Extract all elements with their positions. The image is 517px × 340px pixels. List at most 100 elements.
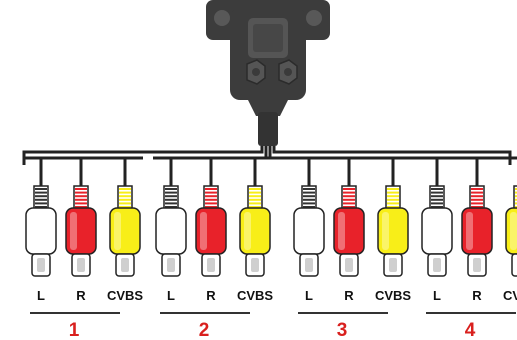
plug-label-cvbs: CVBS (375, 288, 411, 303)
plug-rib (431, 202, 443, 205)
plug-highlight (160, 212, 167, 250)
flange-screw-right (306, 10, 322, 26)
plug-strain-relief (513, 185, 517, 211)
plug-rib (471, 202, 483, 205)
rca-plug-white-icon (421, 185, 453, 277)
plug-rib (471, 198, 483, 201)
rca-plug-white-icon (25, 185, 57, 277)
plug-highlight (298, 212, 305, 250)
plug-rib (303, 195, 315, 198)
plug-rib (303, 191, 315, 194)
plug-rib (35, 206, 47, 208)
plug-rib (343, 191, 355, 194)
plug-rib (205, 202, 217, 205)
plug-rib (75, 202, 87, 205)
group-number: 2 (199, 320, 210, 340)
plug-rib (119, 195, 131, 198)
plug-labels: LRCVBS1LRCVBS2LRCVBS3LRCVBS4 (30, 288, 517, 340)
plug-label-r: R (472, 288, 482, 303)
plug-pin (251, 258, 259, 272)
rca-plug-white-icon (293, 185, 325, 277)
plug-rib (119, 198, 131, 201)
plug-rib (75, 191, 87, 194)
plug-label-r: R (206, 288, 216, 303)
plug-label-l: L (305, 288, 313, 303)
plug-label-l: L (433, 288, 441, 303)
plug-rib (515, 195, 517, 198)
hex-screw-left-center (252, 68, 260, 76)
plug-rib (165, 191, 177, 194)
plug-rib (119, 191, 131, 194)
plug-rib (205, 206, 217, 208)
plug-highlight (382, 212, 389, 250)
plug-pin (473, 258, 481, 272)
plug-rib (205, 188, 217, 190)
plug-rib (249, 188, 261, 190)
plug-rib (343, 195, 355, 198)
group-number: 4 (465, 320, 476, 340)
plug-rib (35, 198, 47, 201)
plug-rib (35, 202, 47, 205)
plug-rib (471, 195, 483, 198)
rca-plug-red-icon (461, 185, 493, 277)
plug-rib (387, 202, 399, 205)
plug-rib (387, 188, 399, 190)
plug-rib (431, 191, 443, 194)
group-number: 3 (337, 320, 348, 340)
plug-rib (343, 198, 355, 201)
plug-rib (119, 188, 131, 190)
plug-highlight (426, 212, 433, 250)
rca-plug-red-icon (65, 185, 97, 277)
plug-label-l: L (37, 288, 45, 303)
plug-rib (387, 195, 399, 198)
plug-rib (165, 188, 177, 190)
plug-rib (515, 188, 517, 190)
rca-plug-yellow-icon (505, 185, 517, 277)
plug-rib (515, 206, 517, 208)
plug-label-cvbs: CVBS (503, 288, 517, 303)
connector-neck (246, 96, 290, 116)
plug-pin (121, 258, 129, 272)
plug-rib (35, 191, 47, 194)
plug-rib (75, 188, 87, 190)
plug-highlight (114, 212, 121, 250)
db15-connector-icon (206, 0, 330, 146)
plug-pin (305, 258, 313, 272)
plug-label-cvbs: CVBS (237, 288, 273, 303)
cable-bus-left-outer (22, 146, 264, 165)
rca-plug-yellow-icon (377, 185, 409, 277)
plug-rib (35, 188, 47, 190)
plug-label-l: L (167, 288, 175, 303)
plug-rib (343, 188, 355, 190)
plug-pin (207, 258, 215, 272)
rca-plug-red-icon (333, 185, 365, 277)
plug-rib (387, 206, 399, 208)
plug-rib (431, 206, 443, 208)
plug-rib (205, 191, 217, 194)
plug-body (505, 207, 517, 255)
plug-highlight (338, 212, 345, 250)
plug-label-r: R (76, 288, 86, 303)
plug-rib (165, 202, 177, 205)
plug-pin (433, 258, 441, 272)
plug-highlight (466, 212, 473, 250)
plug-highlight (510, 212, 517, 250)
plug-rib (165, 195, 177, 198)
plug-label-cvbs: CVBS (107, 288, 143, 303)
plug-rib (249, 191, 261, 194)
plug-rib (515, 191, 517, 194)
plug-rib (165, 198, 177, 201)
plug-rib (431, 188, 443, 190)
plug-rib (249, 206, 261, 208)
plug-rib (165, 206, 177, 208)
rca-plug-yellow-icon (239, 185, 271, 277)
flange-screw-left (214, 10, 230, 26)
plug-rib (75, 195, 87, 198)
plug-rib (471, 188, 483, 190)
plug-rib (205, 198, 217, 201)
plug-pin (167, 258, 175, 272)
plug-highlight (70, 212, 77, 250)
plug-rib (387, 198, 399, 201)
cable-boot (258, 112, 278, 146)
plug-rib (387, 191, 399, 194)
